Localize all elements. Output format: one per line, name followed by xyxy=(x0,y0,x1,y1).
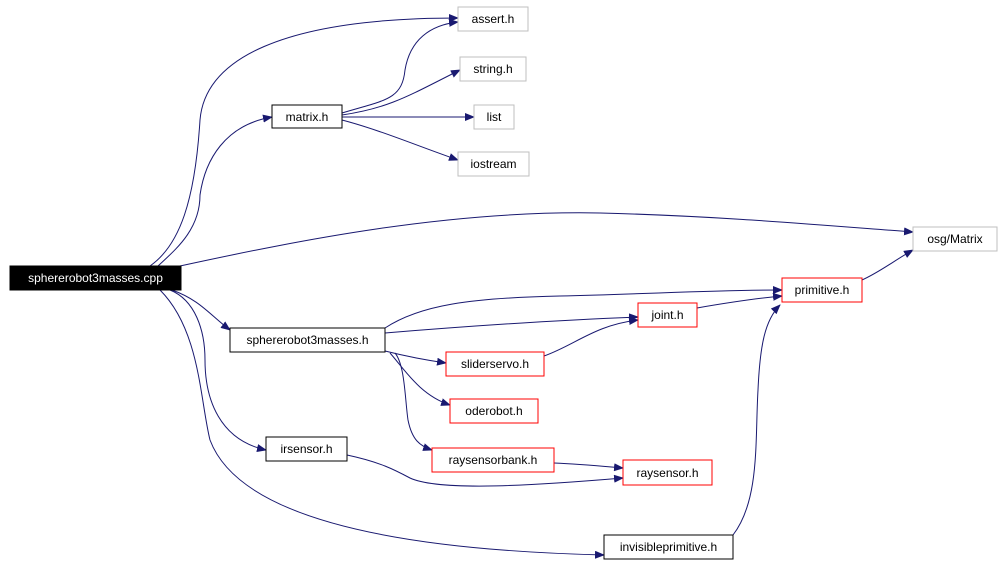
edge-primitive-to-osgmatrix xyxy=(861,249,914,281)
node-sphererobot3masses-h[interactable]: sphererobot3masses.h xyxy=(229,327,386,353)
edge-raysensorbank-to-raysensor xyxy=(553,462,624,472)
node-root-label: sphererobot3masses.cpp xyxy=(28,271,163,285)
edge-irsensor-to-raysensor xyxy=(346,454,624,487)
edge-root-to-sphere xyxy=(171,289,231,331)
node-irsensor-h-label: irsensor.h xyxy=(280,442,332,456)
node-sliderservo-h-label: sliderservo.h xyxy=(461,357,529,371)
edge-matrix-to-assert xyxy=(341,18,459,114)
node-list[interactable]: list xyxy=(473,104,515,130)
edge-invisibleprimitive-to-primitive xyxy=(732,304,781,536)
node-joint-h[interactable]: joint.h xyxy=(637,302,698,328)
edge-joint-to-primitive xyxy=(696,292,783,309)
node-string-h[interactable]: string.h xyxy=(459,56,527,82)
node-invisibleprimitive-h-label: invisibleprimitive.h xyxy=(620,540,717,554)
node-invisibleprimitive-h[interactable]: invisibleprimitive.h xyxy=(603,534,734,560)
node-irsensor-h[interactable]: irsensor.h xyxy=(265,436,348,462)
edge-sphere-to-sliderservo xyxy=(384,350,447,366)
node-primitive-h-label: primitive.h xyxy=(795,283,850,297)
edge-root-to-invisibleprimitive xyxy=(159,289,605,559)
node-joint-h-label: joint.h xyxy=(650,308,683,322)
node-assert-h[interactable]: assert.h xyxy=(457,6,529,32)
node-assert-h-label: assert.h xyxy=(472,12,515,26)
node-list-label: list xyxy=(487,110,502,124)
node-oderobot-h-label: oderobot.h xyxy=(465,404,522,418)
node-iostream-label: iostream xyxy=(470,157,516,171)
node-root[interactable]: sphererobot3masses.cpp xyxy=(9,265,182,291)
edge-root-to-osgmatrix xyxy=(179,212,914,267)
node-matrix-h-label: matrix.h xyxy=(286,110,329,124)
node-string-h-label: string.h xyxy=(473,62,512,76)
node-osg-matrix[interactable]: osg/Matrix xyxy=(912,226,998,252)
node-raysensorbank-h-label: raysensorbank.h xyxy=(449,453,538,467)
edge-root-to-matrix xyxy=(157,114,273,267)
edge-sphere-to-oderobot xyxy=(389,352,451,406)
node-oderobot-h[interactable]: oderobot.h xyxy=(449,398,539,424)
node-raysensor-h-label: raysensor.h xyxy=(636,466,698,480)
node-osg-matrix-label: osg/Matrix xyxy=(927,232,982,246)
edge-sphere-to-joint xyxy=(384,313,639,334)
node-raysensor-h[interactable]: raysensor.h xyxy=(622,459,713,486)
edge-matrix-to-string xyxy=(341,69,461,116)
node-raysensorbank-h[interactable]: raysensorbank.h xyxy=(431,447,555,473)
node-matrix-h[interactable]: matrix.h xyxy=(271,104,343,129)
node-sphererobot3masses-h-label: sphererobot3masses.h xyxy=(246,333,368,347)
node-sliderservo-h[interactable]: sliderservo.h xyxy=(445,351,545,377)
node-iostream[interactable]: iostream xyxy=(457,151,530,177)
edge-root-to-assert xyxy=(149,14,459,267)
edge-root-to-irsensor xyxy=(169,289,267,452)
edge-matrix-to-iostream xyxy=(341,119,459,161)
edges xyxy=(149,14,914,559)
edge-sphere-to-primitive xyxy=(384,286,783,329)
node-primitive-h[interactable]: primitive.h xyxy=(781,277,863,303)
edge-sphere-to-raysensorbank xyxy=(394,352,433,451)
edge-sliderservo-to-joint xyxy=(543,317,639,357)
